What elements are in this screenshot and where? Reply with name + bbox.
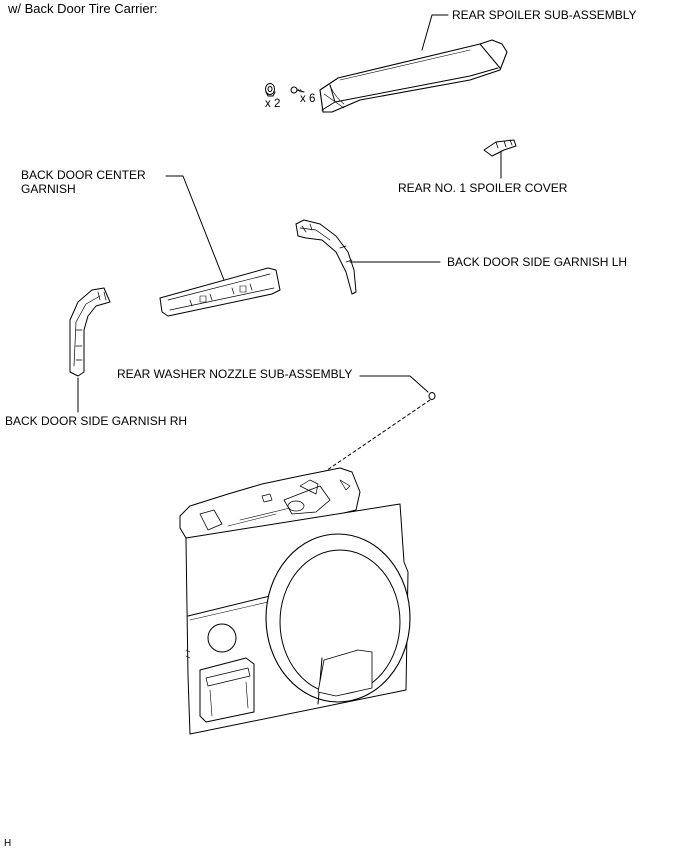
side-garnish-lh-label: BACK DOOR SIDE GARNISH LH [447, 255, 628, 269]
rear-spoiler-leader [421, 14, 433, 51]
screw-part [290, 86, 305, 94]
page-title: w/ Back Door Tire Carrier: [8, 1, 158, 16]
center-garnish-part [159, 267, 281, 317]
nut-part [265, 83, 276, 97]
screw-count-label: x 6 [300, 93, 316, 105]
rear-spoiler-part [319, 39, 508, 113]
spoiler-cover-label: REAR NO. 1 SPOILER COVER [398, 181, 568, 195]
footer-code: H [4, 838, 12, 849]
side-garnish-rh-part [69, 287, 111, 377]
nut-count-label: x 2 [265, 98, 281, 110]
washer-nozzle-label: REAR WASHER NOZZLE SUB-ASSEMBLY [117, 367, 353, 381]
side-garnish-lh-part [295, 219, 357, 295]
side-garnish-rh-label: BACK DOOR SIDE GARNISH RH [5, 414, 188, 428]
center-garnish-label-line1: BACK DOOR CENTER [21, 168, 146, 182]
back-door-part [179, 467, 411, 735]
spoiler-cover-part [483, 139, 517, 157]
center-garnish-leader [165, 175, 225, 281]
washer-nozzle-leader [359, 375, 429, 393]
rear-spoiler-label: REAR SPOILER SUB-ASSEMBLY [452, 8, 637, 22]
center-garnish-label-line2: GARNISH [21, 182, 76, 196]
washer-nozzle-part [428, 392, 436, 400]
